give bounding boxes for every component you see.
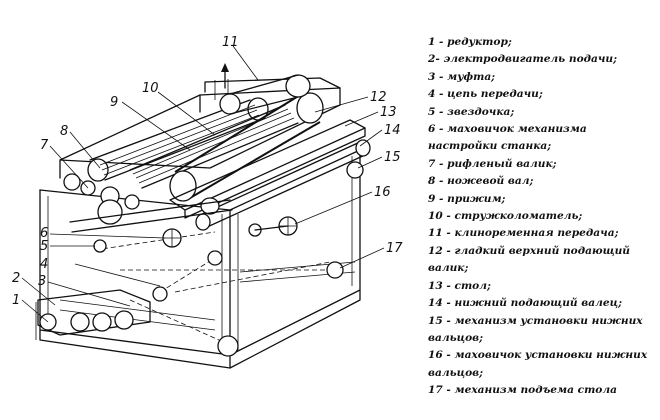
callout-10: 10	[142, 81, 159, 96]
drive-chain	[93, 239, 344, 357]
legend-item: 5 - звездочка;	[428, 105, 515, 118]
callout-4: 4	[40, 257, 48, 272]
parts-legend: 1 - редуктор; 2- электродвигатель подачи…	[428, 34, 656, 400]
machine-drawing: 1 2 3 4 5 6 7 8 9 10 11 12 13 14 15 16 1…	[12, 35, 403, 369]
callout-14: 14	[384, 123, 401, 138]
callout-3: 3	[38, 274, 46, 289]
callout-13: 13	[380, 105, 397, 120]
legend-item: 2- электродвигатель подачи;	[428, 53, 618, 66]
legend-item: 16 - маховичок установки нижних	[428, 349, 648, 362]
callout-9: 9	[110, 95, 118, 110]
callout-15: 15	[384, 150, 401, 165]
callout-16: 16	[374, 185, 391, 200]
rollers	[63, 92, 371, 233]
legend-item: 3 - муфта;	[428, 70, 496, 83]
legend-item: 12 - гладкий верхний подающий	[428, 244, 630, 257]
handwheels	[162, 216, 298, 248]
callout-11: 11	[222, 35, 239, 50]
feed-drive	[35, 289, 151, 340]
legend-item: 14 - нижний подающий валец;	[428, 297, 623, 310]
legend-item: 4 - цепь передачи;	[428, 88, 543, 101]
legend-item: 17 - механизм подъема стола	[428, 384, 617, 397]
legend-item: 7 - рифленый валик;	[428, 157, 557, 170]
legend-item: 13 - стол;	[428, 279, 491, 292]
legend-item: 6 - маховичок механизма	[428, 123, 587, 136]
legend-item: настройки станка;	[428, 140, 552, 153]
legend-item: валик;	[428, 262, 469, 275]
legend-item: 10 - стружколоматель;	[428, 210, 583, 223]
legend-item: 8 - ножевой вал;	[428, 175, 534, 188]
callout-5: 5	[40, 239, 48, 254]
callout-7: 7	[40, 138, 49, 153]
callout-17: 17	[386, 241, 403, 256]
callout-2: 2	[12, 271, 20, 286]
legend-item: вальцов;	[428, 366, 484, 379]
callout-8: 8	[60, 124, 68, 139]
legend-item: 15 - механизм установки нижних	[428, 314, 643, 327]
callout-12: 12	[370, 90, 387, 105]
legend-item: 9 - прижим;	[428, 192, 506, 205]
legend-item: вальцов;	[428, 331, 484, 344]
legend-item: 1 - редуктор;	[428, 36, 512, 48]
legend-item: 11 - клиноременная передача;	[428, 227, 619, 240]
callout-1: 1	[12, 293, 20, 308]
upper-housing	[59, 77, 341, 179]
callout-numbers: 1 2 3 4 5 6 7 8 9 10 11 12 13 14 15 16 1…	[12, 35, 403, 308]
callout-6: 6	[40, 226, 48, 241]
leader-lines	[21, 45, 385, 323]
belt-transmission	[219, 63, 311, 115]
